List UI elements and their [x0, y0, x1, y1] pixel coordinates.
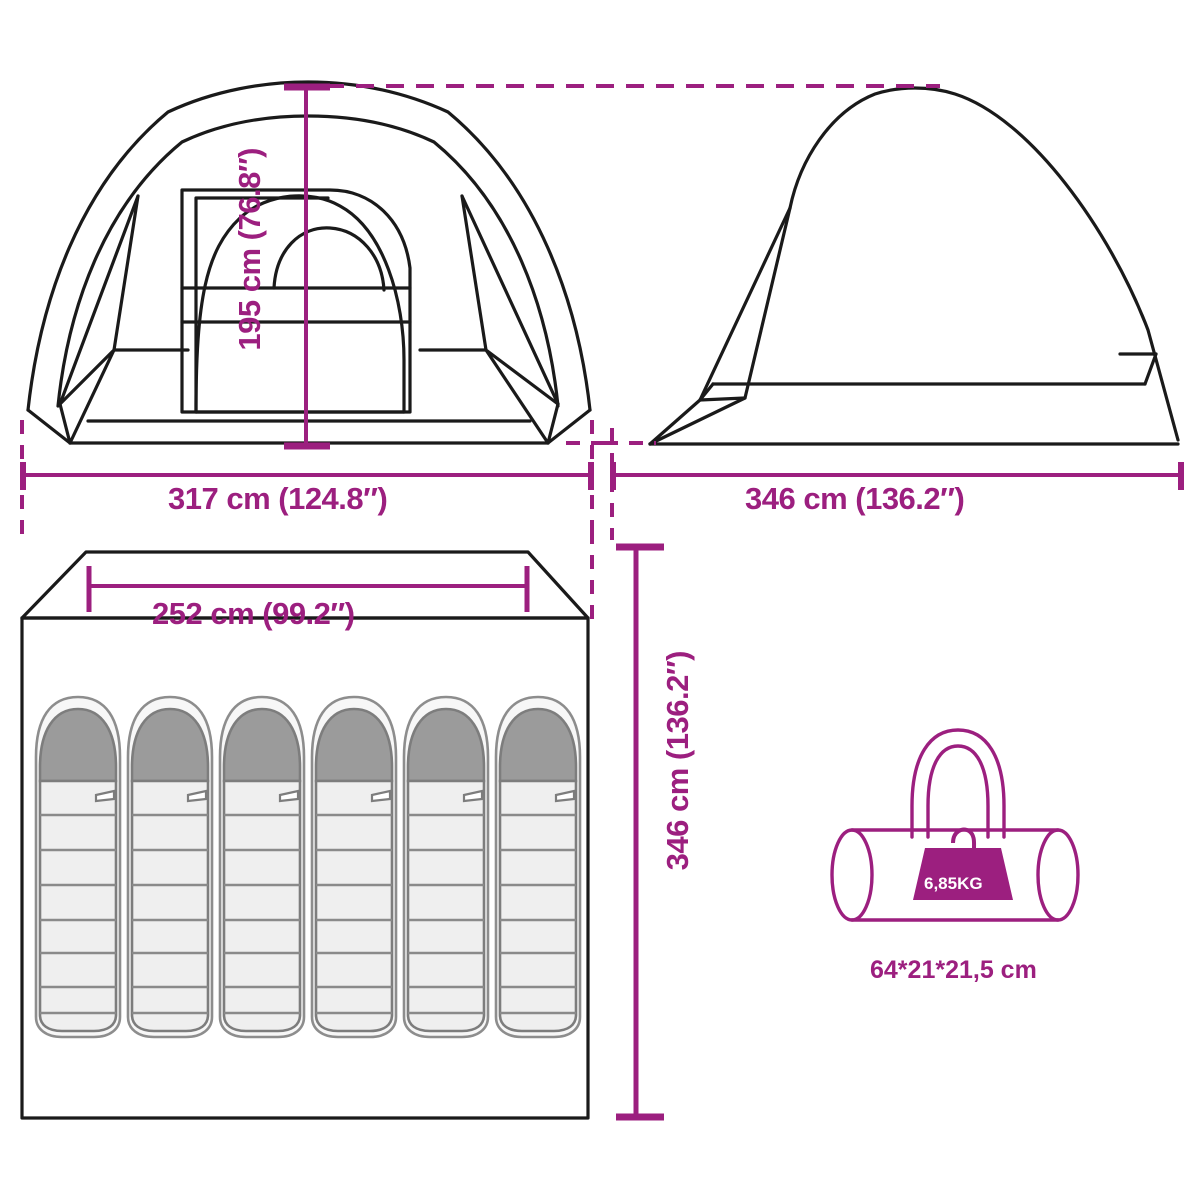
front-height-label: 195 cm (76.8″) — [232, 148, 267, 351]
floor-plan-outline — [20, 550, 590, 1120]
front-width-dimension — [20, 462, 594, 490]
bag-dimensions-label: 64*21*21,5 cm — [870, 956, 1037, 984]
front-width-label: 317 cm (124.8″) — [168, 481, 388, 516]
bag-weight-label: 6,85KG — [924, 874, 983, 893]
side-width-dimension — [610, 462, 1184, 490]
front-height-dimension — [284, 83, 330, 450]
floor-depth-label: 346 cm (136.2″) — [660, 651, 695, 871]
weight-icon — [913, 827, 1013, 900]
side-width-label: 346 cm (136.2″) — [745, 481, 965, 516]
floor-depth-dimension — [616, 543, 664, 1121]
side-elevation-outline — [648, 86, 1180, 446]
front-door-outline — [180, 188, 412, 414]
front-width-extension-lines — [20, 420, 606, 540]
floor-width-label: 252 cm (99.2″) — [152, 596, 355, 631]
floor-width-dimension — [86, 566, 530, 612]
